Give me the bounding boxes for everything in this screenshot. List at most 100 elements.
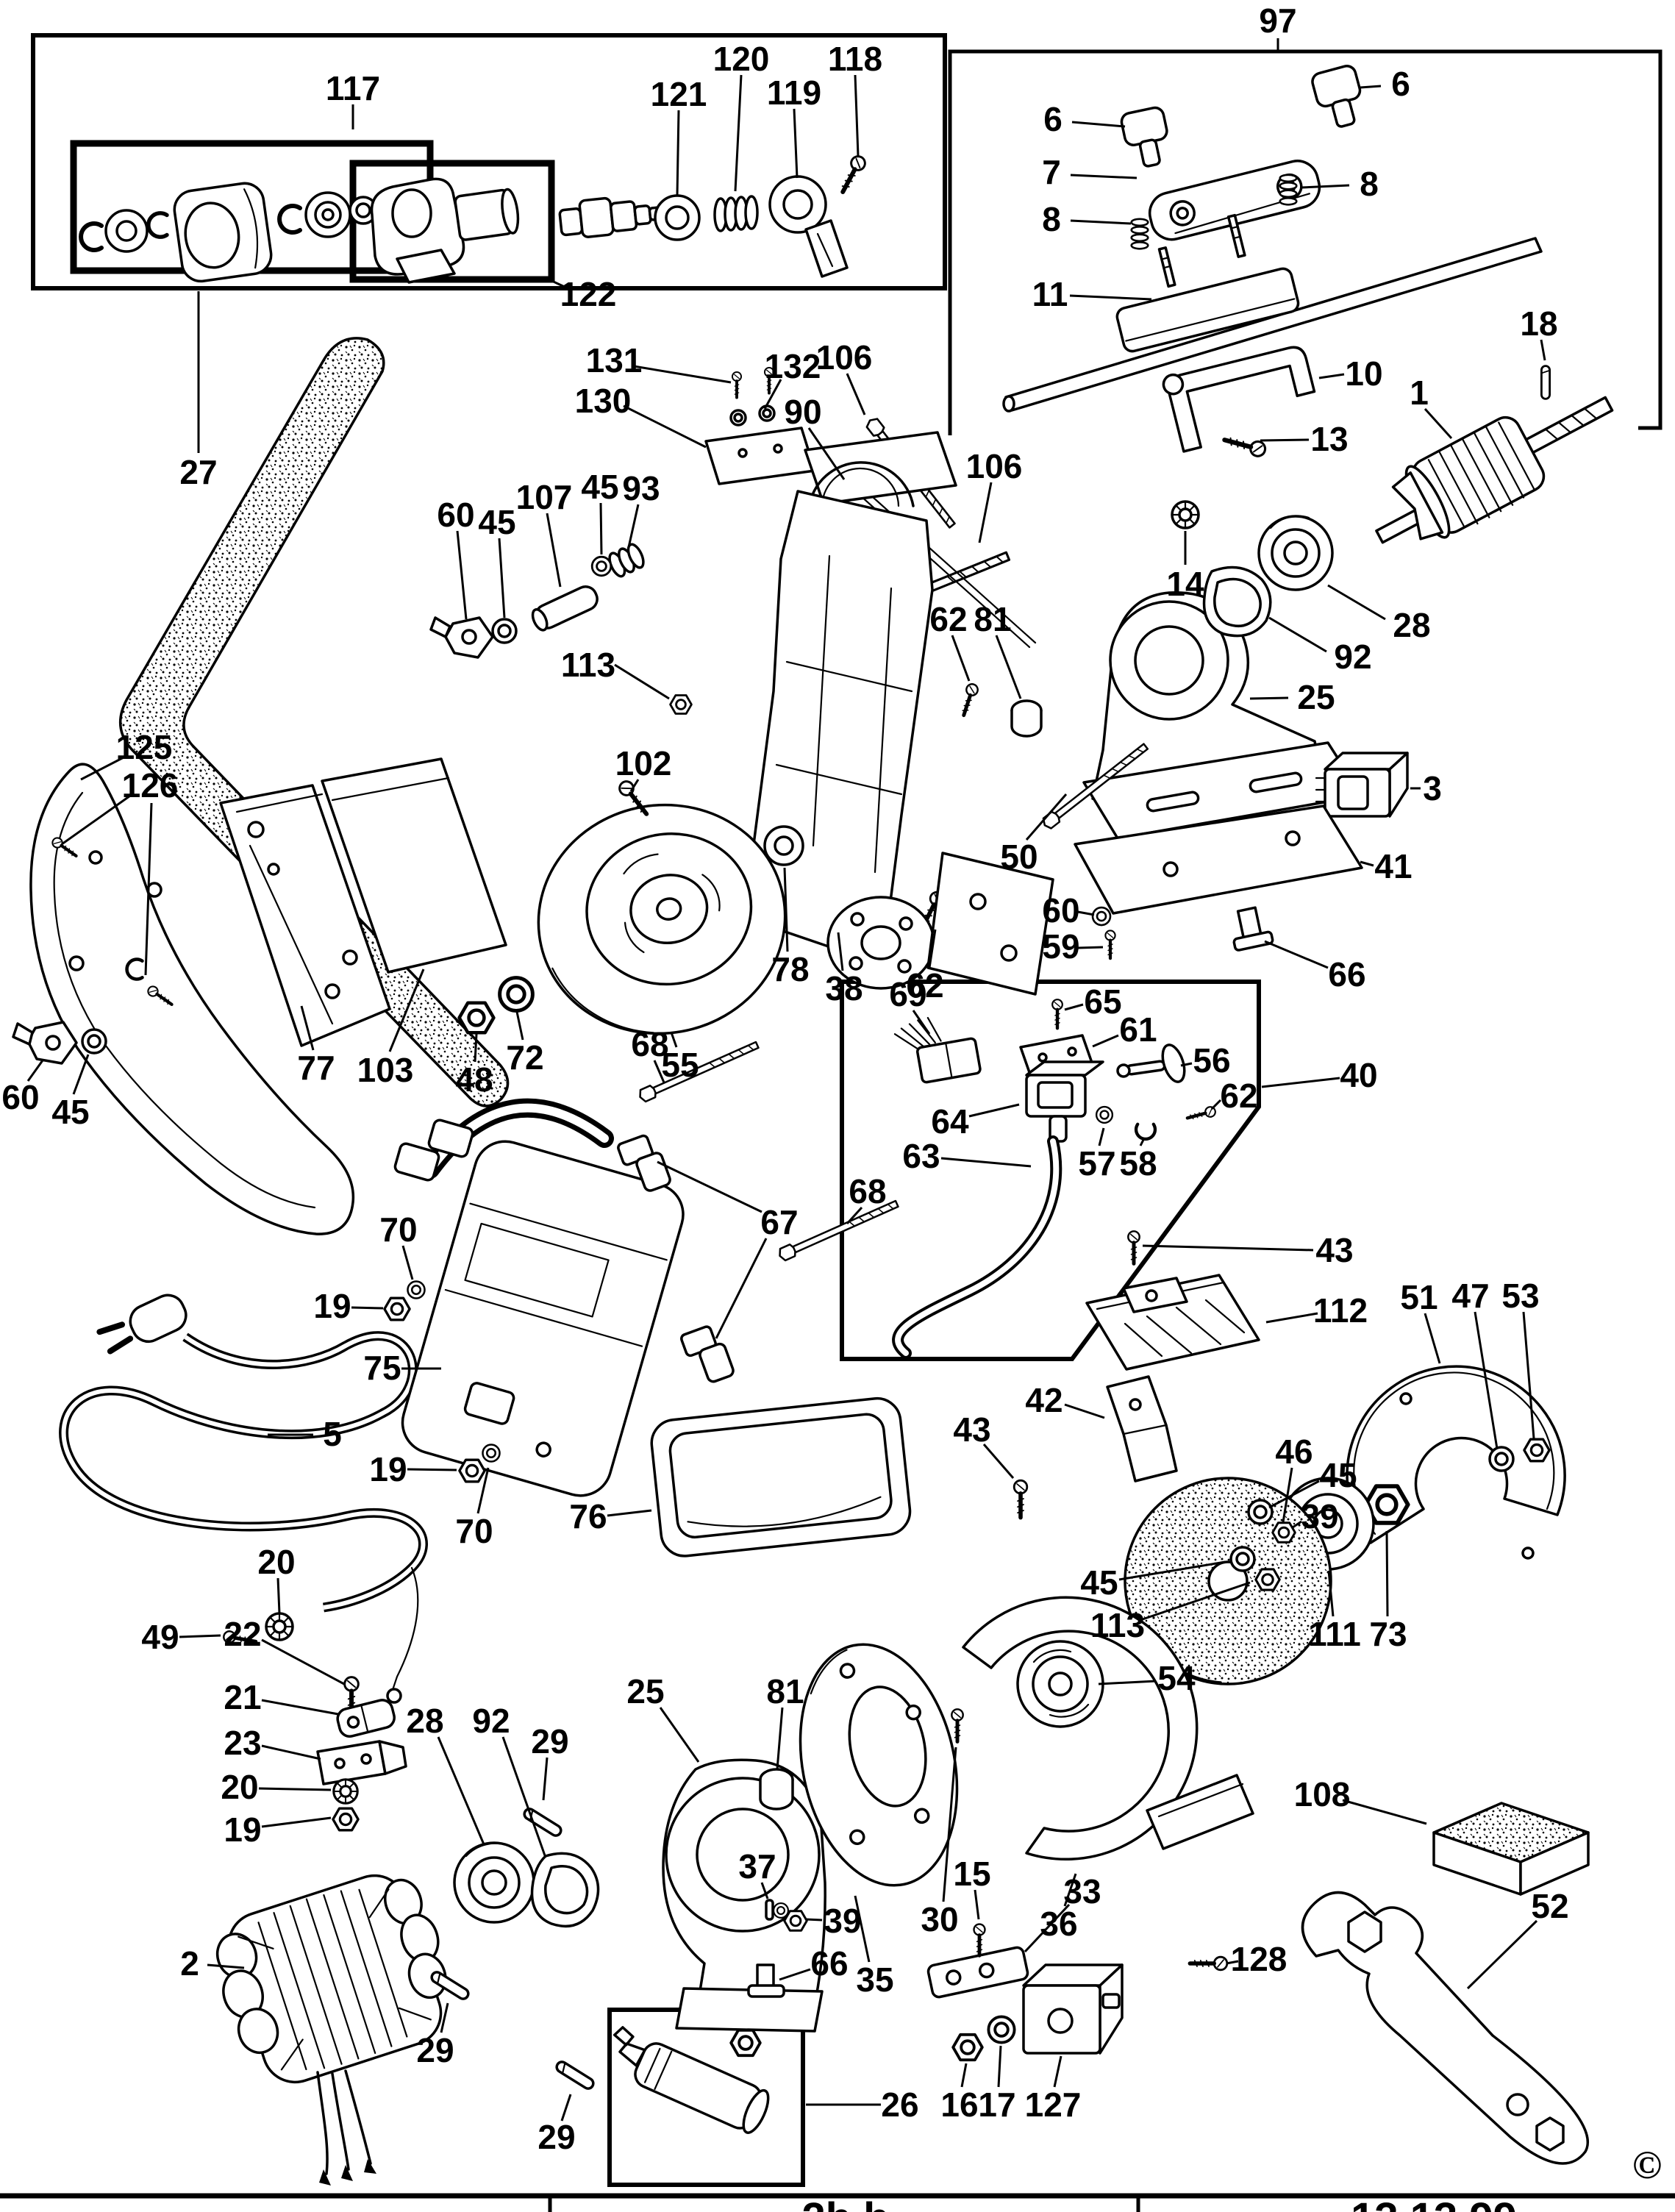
callout-label-16: 16 [940, 2086, 978, 2124]
screw-62a-illustration [958, 682, 979, 717]
callout-label-54: 54 [1157, 1659, 1196, 1697]
callout-label-128: 128 [1231, 1940, 1288, 1978]
leader-line-65 [1064, 1003, 1084, 1011]
spring-8b-illustration [1130, 218, 1149, 250]
leader-line-19 [351, 1306, 384, 1310]
assembly-group-97 [948, 49, 1663, 435]
leader-line-107 [546, 513, 562, 588]
leader-line-47 [1474, 1311, 1499, 1449]
callout-label-40: 40 [1340, 1056, 1377, 1094]
leader-line-62 [951, 635, 971, 682]
callout-label-60: 60 [1042, 891, 1079, 930]
callout-label-5: 5 [323, 1415, 342, 1453]
callout-label-64: 64 [931, 1102, 969, 1141]
capacitor-26-illustration [612, 2026, 770, 2134]
callout-label-36: 36 [1040, 1905, 1077, 1943]
foot-66a-illustration [1232, 906, 1274, 952]
nut-48-illustration [460, 1003, 494, 1033]
screw-128-illustration [1190, 1957, 1226, 1970]
knob-60c-illustration [12, 1021, 78, 1065]
callout-label-131: 131 [586, 341, 643, 379]
leader-line-60 [1077, 910, 1095, 916]
callout-label-52: 52 [1531, 1887, 1568, 1925]
leader-line-33 [1024, 1903, 1071, 1953]
callout-label-6: 6 [1391, 65, 1410, 103]
leader-line-73 [1385, 1530, 1389, 1617]
callout-label-70: 70 [379, 1210, 417, 1249]
dressing-stone-108-illustration [1432, 1802, 1590, 1896]
callout-label-42: 42 [1025, 1381, 1062, 1419]
leader-line-81 [995, 635, 1022, 699]
callout-label-51: 51 [1400, 1278, 1438, 1316]
leader-line-6 [1360, 85, 1382, 89]
callout-label-25: 25 [626, 1672, 664, 1710]
callout-label-29: 29 [538, 2118, 575, 2156]
screw-15-illustration [974, 1924, 985, 1956]
leader-line-93 [627, 504, 640, 548]
motor-housing-25b-illustration [662, 1758, 826, 2033]
leader-line-125 [80, 754, 127, 781]
leader-line-113 [614, 663, 670, 700]
leader-line-57 [1098, 1127, 1105, 1146]
knob-6a-illustration [1311, 65, 1362, 128]
callout-label-117: 117 [326, 69, 380, 107]
leader-line-39 [805, 1918, 823, 1922]
leader-line-58 [1139, 1139, 1145, 1146]
callout-label-19: 19 [369, 1450, 407, 1488]
rest-bracket-42-illustration [1106, 1375, 1178, 1483]
leader-line-23 [261, 1744, 321, 1760]
leader-line-38 [837, 932, 844, 971]
leader-line-121 [676, 110, 680, 196]
callout-label-7: 7 [1042, 153, 1061, 191]
callout-label-19: 19 [313, 1287, 351, 1325]
callout-label-38: 38 [825, 969, 863, 1007]
leader-line-68 [846, 1206, 863, 1225]
washer-72-illustration [500, 978, 533, 1011]
callout-label-107: 107 [516, 478, 573, 516]
leader-line-103 [388, 968, 425, 1052]
leader-line-70 [401, 1245, 414, 1280]
leader-line-52 [1466, 1919, 1538, 1990]
leader-line-54 [1098, 1680, 1157, 1685]
washer-60b-illustration [1091, 906, 1112, 927]
leader-line-69 [912, 1010, 931, 1035]
bracket-77-illustration [219, 784, 391, 1047]
callout-label-103: 103 [357, 1051, 414, 1089]
leader-line-20 [276, 1577, 281, 1614]
leader-line-39 [1292, 1520, 1302, 1529]
callout-label-6: 6 [1043, 100, 1062, 138]
leader-line-42 [1064, 1403, 1105, 1419]
leader-line-72 [515, 1011, 524, 1041]
leader-line-10 [1318, 373, 1345, 379]
cover-handle-illustration [393, 1098, 614, 1182]
leader-line-63 [940, 1157, 1032, 1168]
leader-line-120 [734, 74, 743, 192]
callout-label-59: 59 [1042, 927, 1079, 966]
leader-line-36 [1063, 1873, 1077, 1907]
leader-line-46 [1282, 1467, 1293, 1523]
callout-label-130: 130 [575, 382, 632, 420]
leader-line-40 [1261, 1077, 1340, 1088]
assembly-group-27 [31, 33, 947, 290]
washer-45e-illustration [1229, 1546, 1256, 1572]
clip-58-illustration [1136, 1124, 1155, 1139]
leader-line-49 [179, 1634, 221, 1638]
gasket-92b-illustration [530, 1852, 600, 1928]
callout-label-106: 106 [816, 338, 873, 377]
leader-line-61 [1092, 1034, 1119, 1048]
callout-label-69: 69 [889, 975, 926, 1013]
callout-label-113: 113 [1090, 1606, 1145, 1644]
callout-label-66: 66 [1328, 955, 1365, 993]
leader-line-45 [1268, 1480, 1320, 1509]
leader-line-7 [1070, 174, 1138, 179]
callout-label-14: 14 [1166, 565, 1204, 603]
leader-line-43 [982, 1444, 1015, 1479]
brush-69-illustration [893, 1016, 982, 1084]
washer-47-illustration [1488, 1446, 1515, 1472]
leader-line-68 [653, 1060, 665, 1083]
callout-label-68: 68 [849, 1172, 886, 1210]
leader-line-1 [1424, 407, 1453, 440]
callout-label-45: 45 [478, 503, 515, 541]
screw-43b-illustration [1014, 1480, 1027, 1517]
leader-line-127 [1053, 2055, 1062, 2088]
